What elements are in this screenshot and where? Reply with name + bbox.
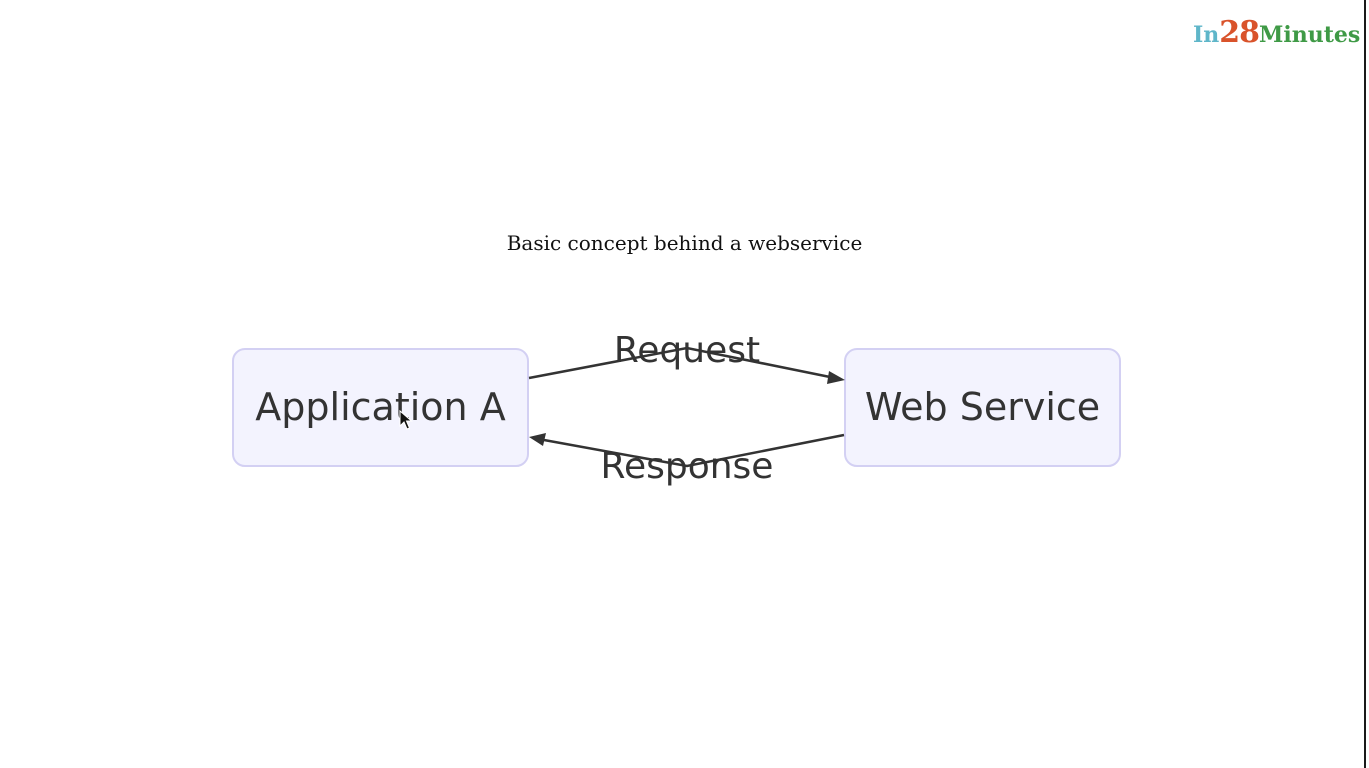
edge-request: Request [528,330,845,384]
logo-part-minutes: Minutes [1259,22,1361,48]
edge-request-line [528,346,831,380]
edge-response-arrowhead [529,433,546,446]
node-application-a-box [232,348,529,467]
mouse-cursor-icon [399,409,413,430]
slide-title: Basic concept behind a webservice [506,231,863,255]
edge-request-arrowhead [827,371,845,384]
logo-part-28: 28 [1219,15,1260,50]
node-web-service-label: Web Service [865,385,1100,429]
in28minutes-logo: In28Minutes [1193,18,1360,48]
node-application-a-label: Application A [255,385,505,429]
node-web-service: Web Service [844,348,1121,467]
node-application-a: Application A [232,348,529,467]
edge-request-label: Request [614,330,760,371]
logo-part-in: In [1193,22,1220,48]
right-border [1364,0,1366,768]
edge-response: Response [529,433,845,487]
node-web-service-box [844,348,1121,467]
edge-response-label: Response [601,446,774,487]
edge-response-line [543,433,845,468]
